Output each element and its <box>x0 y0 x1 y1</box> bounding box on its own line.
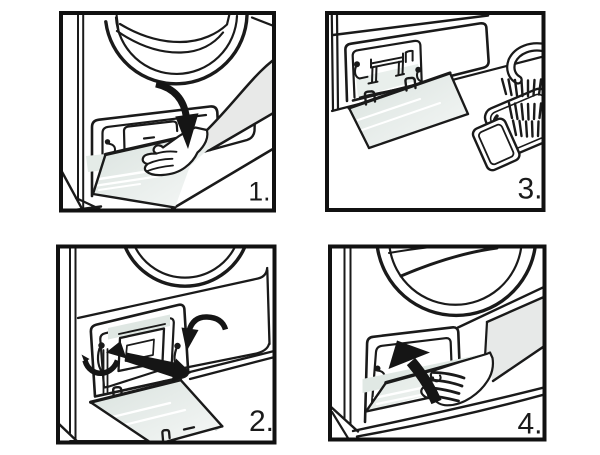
svg-text:4.: 4. <box>517 408 542 441</box>
svg-text:1.: 1. <box>248 176 270 206</box>
svg-text:2.: 2. <box>249 405 274 438</box>
svg-text:3.: 3. <box>517 173 542 206</box>
